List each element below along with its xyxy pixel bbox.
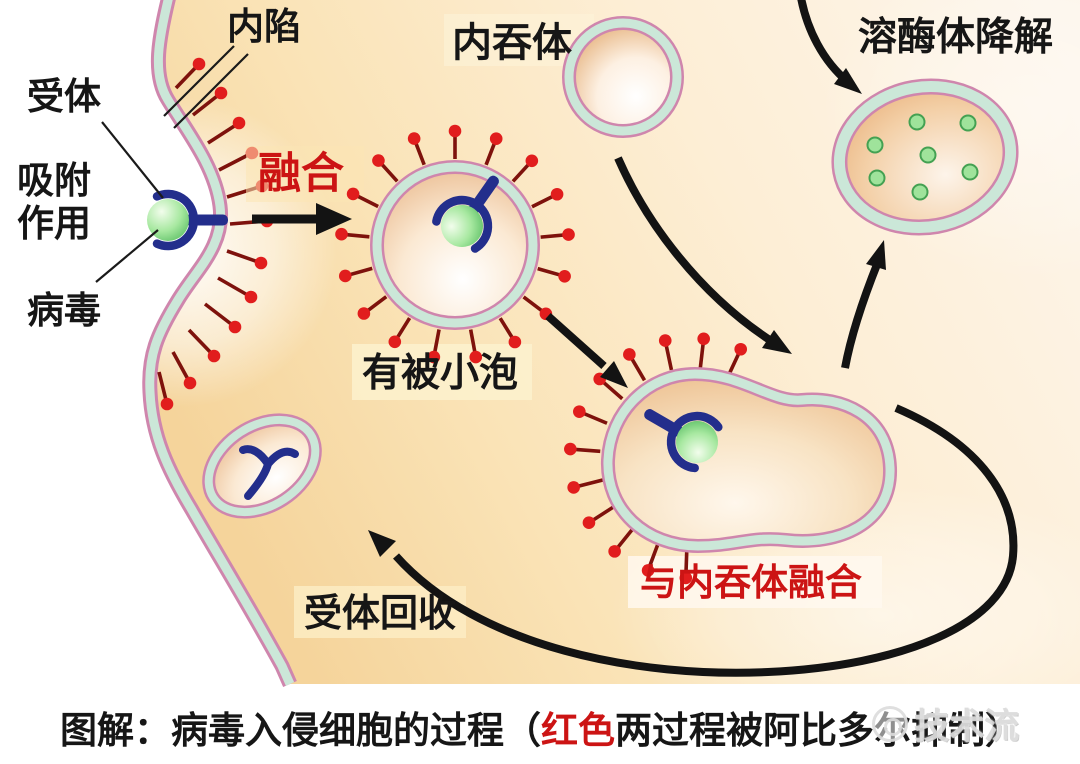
caption-red: 红色: [541, 709, 615, 752]
coated-vesicle: [335, 124, 575, 364]
membrane-receptor-spikes: [157, 57, 274, 411]
arrow-to-lysosome: [841, 240, 886, 369]
watermark-logo-icon: [872, 705, 908, 742]
arrow-endosome-to-fusion: [614, 156, 792, 354]
arrow-vesicle-transport: [545, 313, 628, 388]
caption-black-1: 图解：病毒入侵细胞的过程（: [60, 709, 541, 752]
watermark-text: 技术流: [914, 707, 1020, 747]
label-receptor: 受体: [27, 75, 101, 118]
recycling-vesicle: [202, 413, 322, 519]
free-receptor: [239, 445, 299, 500]
label-receptor-recycling: 受体回收: [304, 591, 457, 635]
invagination-glow: [27, 97, 337, 407]
endosome-vesicle: [562, 16, 684, 138]
label-fuse-with-endosome: 与内吞体融合: [640, 561, 862, 604]
caption-black-2: 两过程被阿比多尔抑制）: [615, 709, 1022, 752]
label-adsorption: 吸附作用: [17, 159, 91, 245]
cell-membrane: [142, 0, 297, 688]
arrow-fusion: [252, 203, 352, 235]
arrow-receptor-recycling-path: [368, 404, 1018, 677]
arrow-top-to-lysosome: [797, 0, 862, 94]
lysosome-enzyme-dots: [866, 113, 979, 201]
label-virus: 病毒: [27, 289, 101, 332]
diagram-caption: 图解：病毒入侵细胞的过程（红色两过程被阿比多尔抑制）: [60, 700, 1022, 754]
endosome-fusion-label-box: [628, 556, 882, 608]
coated-vesicle-label-box: [352, 344, 532, 400]
fused-endosome: [564, 332, 898, 585]
label-lysosome-degradation: 溶酶体降解: [858, 15, 1054, 60]
label-endosome: 内吞体: [452, 20, 572, 66]
watermark: 技术流: [872, 698, 1019, 749]
label-fusion: 融合: [258, 149, 344, 199]
label-invagination: 内陷: [227, 5, 301, 48]
label-coated-vesicle: 有被小泡: [362, 351, 519, 396]
label-pointer-lines: [95, 45, 249, 283]
fusion-label-box: [246, 146, 364, 202]
